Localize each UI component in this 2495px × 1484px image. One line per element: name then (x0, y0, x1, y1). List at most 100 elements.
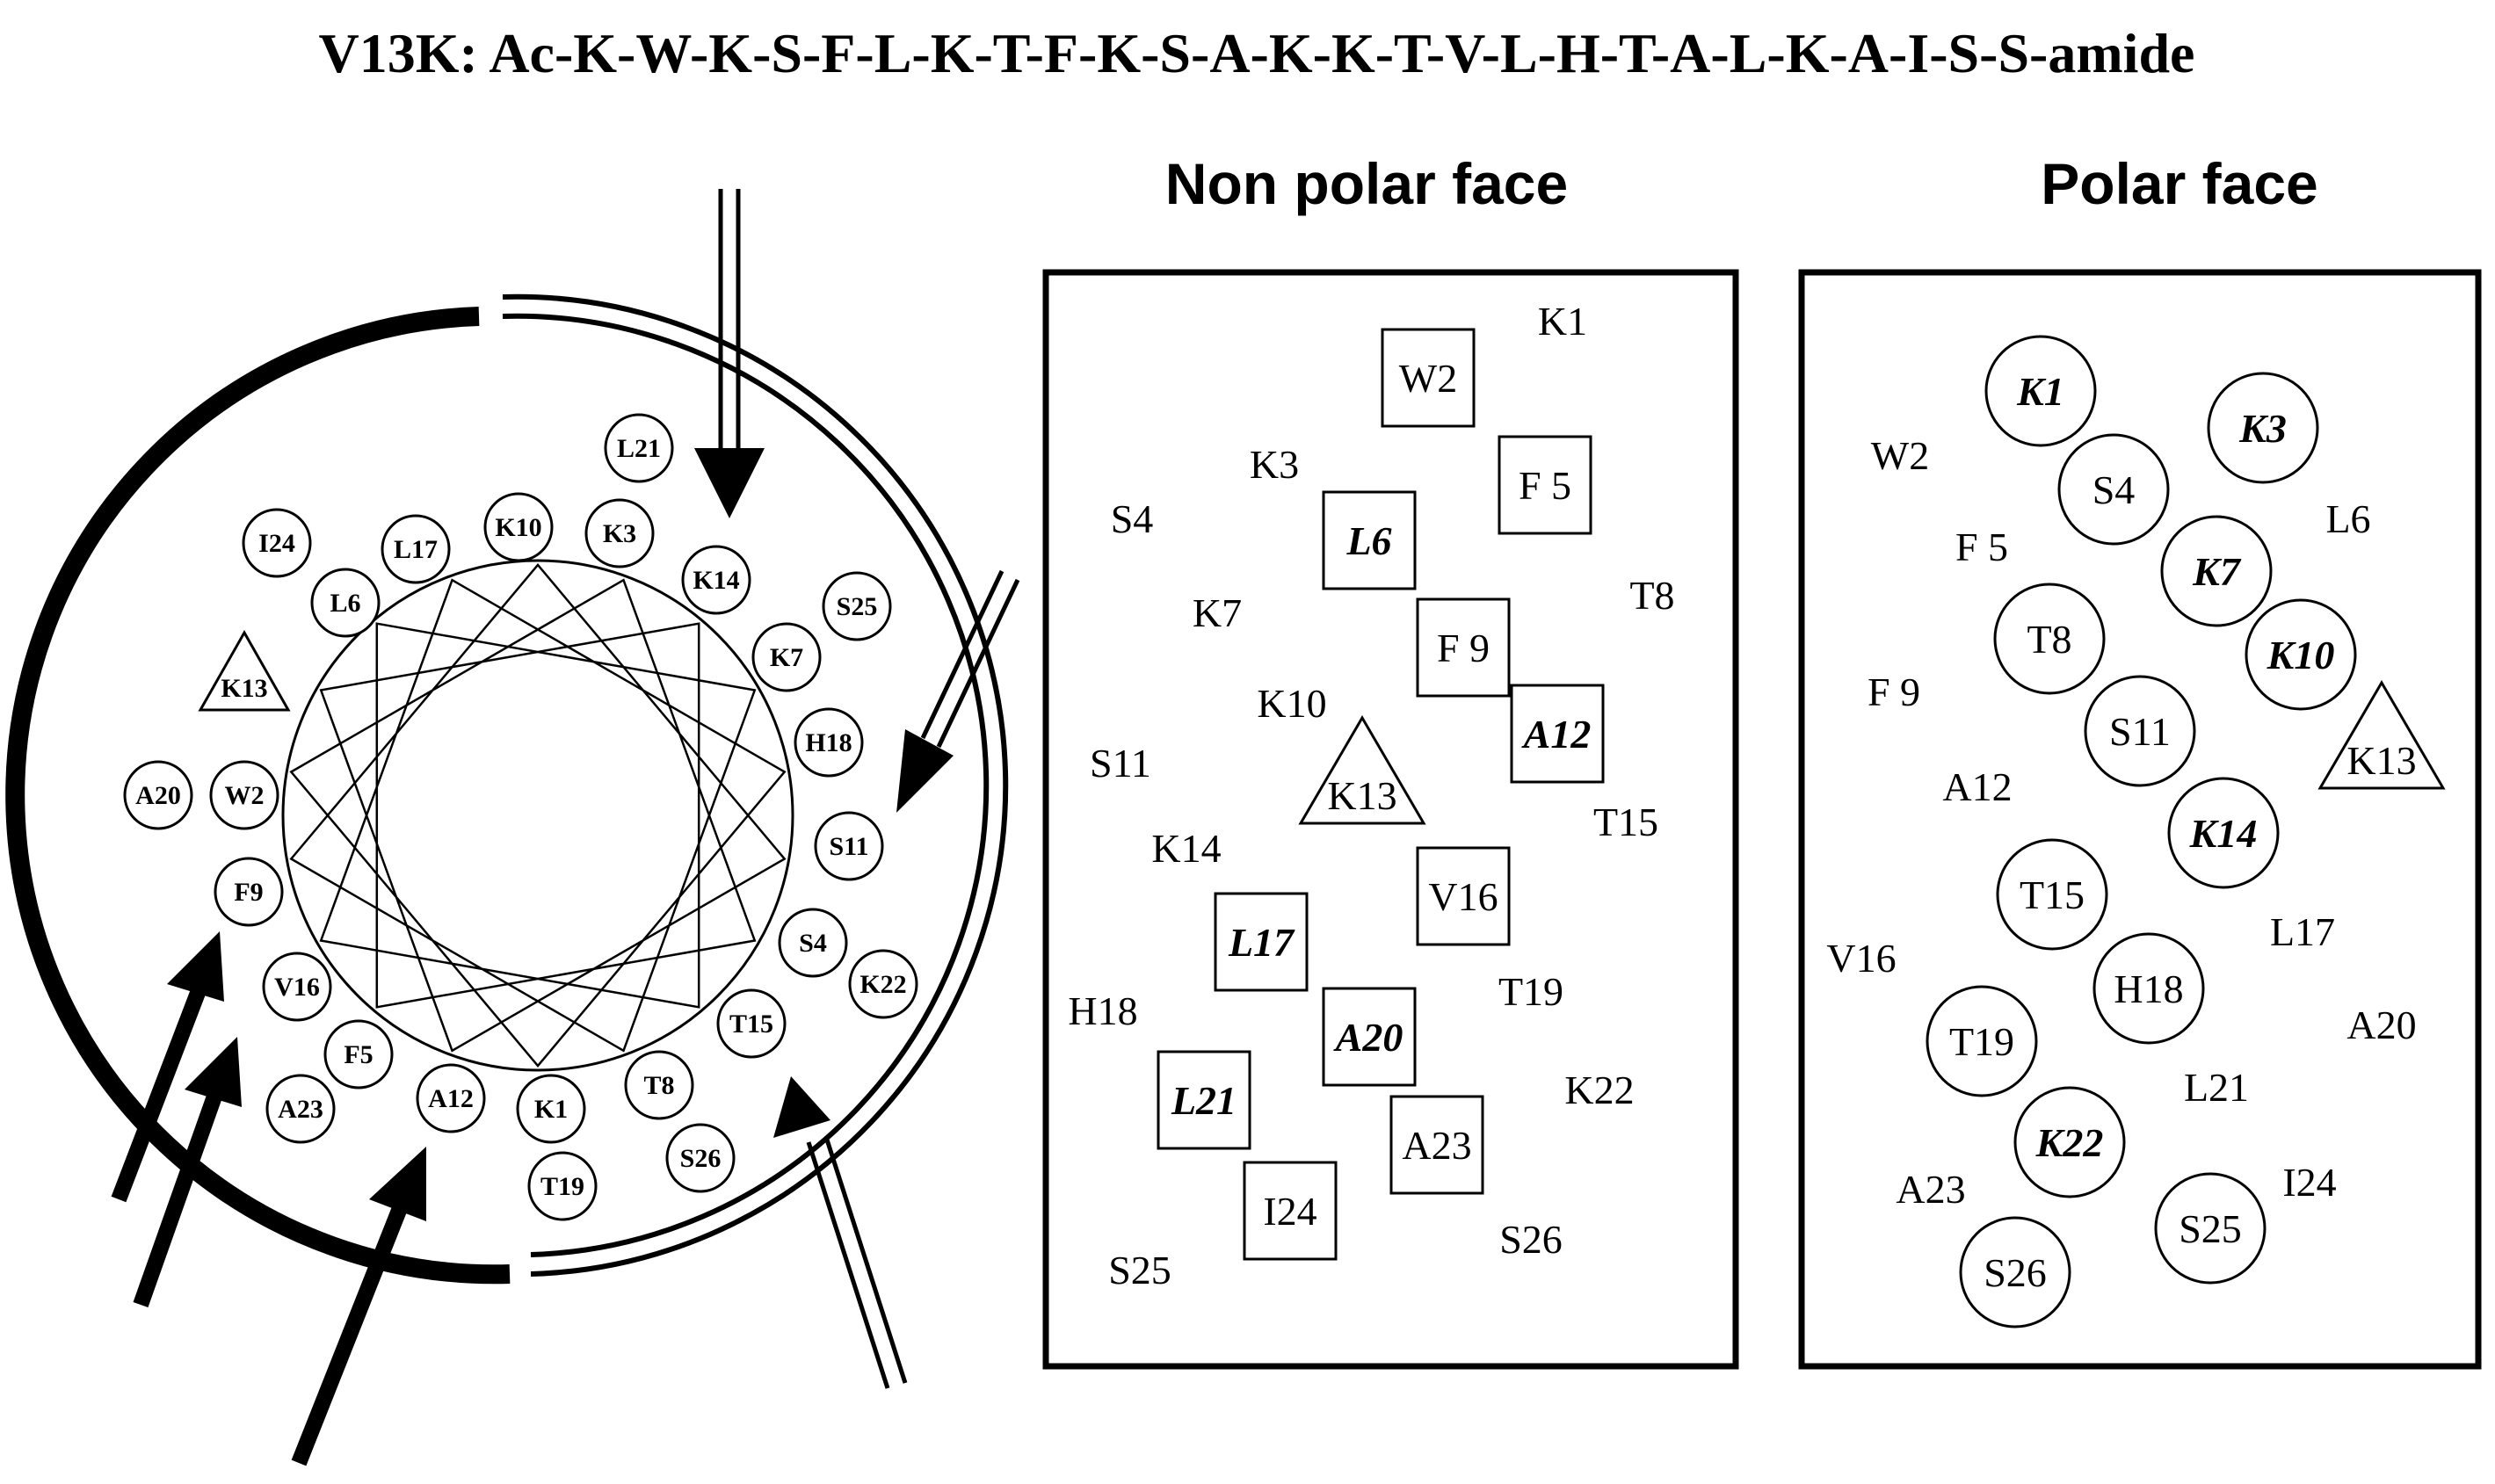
wheel-residue-v16: V16 (262, 952, 332, 1022)
svg-text:A12: A12 (1942, 764, 2012, 809)
svg-text:T15: T15 (1593, 800, 1658, 844)
nonpolar-arrows (111, 931, 426, 1466)
nonpolar-residue-k13: K13 (1298, 715, 1426, 825)
nonpolar-residue-t15: T15 (1593, 800, 1658, 844)
svg-text:K1: K1 (2016, 369, 2064, 414)
polar-residue-k22: K22 (2013, 1086, 2126, 1198)
polar-face-heading: Polar face (2041, 151, 2318, 216)
wheel-residue-k13: K13 (198, 629, 291, 712)
outer-ring-double-arc-inner (502, 313, 990, 1257)
svg-text:S4: S4 (799, 929, 827, 958)
polar-residue-l17: L17 (2270, 909, 2335, 954)
nonpolar-residue-t8: T8 (1629, 573, 1674, 618)
wheel-residue-f9: F9 (214, 857, 284, 927)
nonpolar-residue-s11: S11 (1090, 741, 1151, 785)
nonpolar-residue-h18: H18 (1068, 988, 1137, 1033)
svg-text:H18: H18 (805, 728, 852, 757)
wheel-residue-a20: A20 (123, 760, 193, 830)
svg-text:K22: K22 (859, 970, 906, 999)
svg-text:T19: T19 (540, 1172, 584, 1201)
svg-text:L17: L17 (1228, 920, 1295, 965)
svg-text:K13: K13 (2346, 738, 2416, 783)
svg-text:L21: L21 (617, 434, 661, 463)
svg-text:K7: K7 (770, 643, 803, 672)
polar-residue-f9: F 9 (1868, 670, 1920, 714)
svg-text:K7: K7 (2192, 549, 2242, 594)
wheel-residue-l6: L6 (310, 568, 381, 638)
nonpolar-residue-a20: A20 (1322, 987, 1417, 1087)
svg-text:K3: K3 (1250, 442, 1299, 487)
wheel-residue-i24: I24 (242, 508, 312, 578)
wheel-residue-k10: K10 (483, 492, 554, 562)
polar-residue-k1: K1 (1984, 335, 2097, 447)
svg-text:L21: L21 (2184, 1065, 2249, 1110)
svg-text:K3: K3 (603, 519, 636, 548)
svg-text:K10: K10 (1257, 681, 1326, 726)
svg-text:I24: I24 (2282, 1160, 2336, 1205)
wheel-residue-w2: W2 (209, 760, 279, 830)
svg-text:K3: K3 (2238, 406, 2287, 451)
svg-text:W2: W2 (1871, 433, 1929, 478)
polar-residue-t15: T15 (1996, 838, 2108, 951)
polar-face-panel (1798, 269, 2482, 1370)
svg-text:K13: K13 (221, 674, 267, 703)
svg-text:A20: A20 (1333, 1015, 1403, 1060)
svg-text:S26: S26 (1984, 1250, 2047, 1295)
svg-text:S25: S25 (2179, 1206, 2242, 1251)
svg-text:T15: T15 (2020, 872, 2085, 917)
wheel-residue-k3: K3 (584, 498, 655, 568)
polar-residue-k10: K10 (2245, 598, 2357, 711)
svg-text:K7: K7 (1193, 590, 1242, 635)
svg-text:H18: H18 (1068, 988, 1137, 1033)
svg-text:S26: S26 (1499, 1217, 1563, 1262)
nonpolar-residue-a23: A23 (1389, 1095, 1484, 1195)
svg-text:F9: F9 (234, 878, 263, 907)
svg-text:A12: A12 (428, 1084, 474, 1113)
nonpolar-face-panel (1042, 269, 1739, 1370)
polar-residue-k7: K7 (2160, 515, 2273, 627)
nonpolar-residue-w2: W2 (1381, 328, 1476, 428)
svg-text:F5: F5 (344, 1040, 373, 1069)
svg-text:A12: A12 (1521, 712, 1592, 756)
svg-text:A23: A23 (1402, 1123, 1471, 1168)
svg-text:W2: W2 (1399, 356, 1457, 401)
svg-text:T19: T19 (1498, 969, 1563, 1014)
svg-text:L17: L17 (394, 535, 438, 564)
polar-residue-l21: L21 (2184, 1065, 2249, 1110)
svg-text:A20: A20 (135, 781, 181, 810)
wheel-residue-k1: K1 (516, 1074, 586, 1144)
svg-text:K14: K14 (1151, 826, 1221, 871)
svg-text:S11: S11 (1090, 741, 1151, 785)
polar-residue-k14: K14 (2167, 777, 2280, 889)
polar-residue-w2: W2 (1871, 433, 1929, 478)
svg-text:L6: L6 (330, 589, 360, 618)
svg-text:A23: A23 (1896, 1167, 1965, 1212)
svg-text:S25: S25 (1108, 1248, 1171, 1292)
svg-text:K1: K1 (1538, 299, 1587, 344)
svg-text:K10: K10 (495, 513, 541, 542)
polar-residue-l6: L6 (2325, 496, 2370, 541)
polar-residue-a23: A23 (1896, 1167, 1965, 1212)
nonpolar-residue-s25: S25 (1108, 1248, 1171, 1292)
peptide-sequence-title: V13K: Ac-K-W-K-S-F-L-K-T-F-K-S-A-K-K-T-V… (319, 22, 2195, 84)
wheel-residue-s4: S4 (778, 908, 848, 978)
solid-arrow-2 (133, 1037, 242, 1308)
svg-text:S4: S4 (2092, 467, 2136, 512)
svg-text:K22: K22 (2035, 1120, 2104, 1165)
wheel-residue-a12: A12 (416, 1063, 486, 1133)
nonpolar-residue-f5: F 5 (1498, 435, 1592, 535)
nonpolar-residue-i24: I24 (1243, 1161, 1338, 1261)
polar-residue-s25: S25 (2154, 1172, 2267, 1285)
nonpolar-residue-k14: K14 (1151, 826, 1221, 871)
wheel-residue-t15: T15 (716, 988, 787, 1059)
svg-text:I24: I24 (258, 529, 295, 558)
wheel-residue-k22: K22 (848, 949, 918, 1019)
wheel-residue-s26: S26 (665, 1123, 736, 1193)
nonpolar-residue-k10: K10 (1257, 681, 1326, 726)
svg-text:K13: K13 (1327, 773, 1396, 818)
polar-residue-t8: T8 (1993, 583, 2106, 695)
polar-residue-h18: H18 (2092, 932, 2205, 1045)
